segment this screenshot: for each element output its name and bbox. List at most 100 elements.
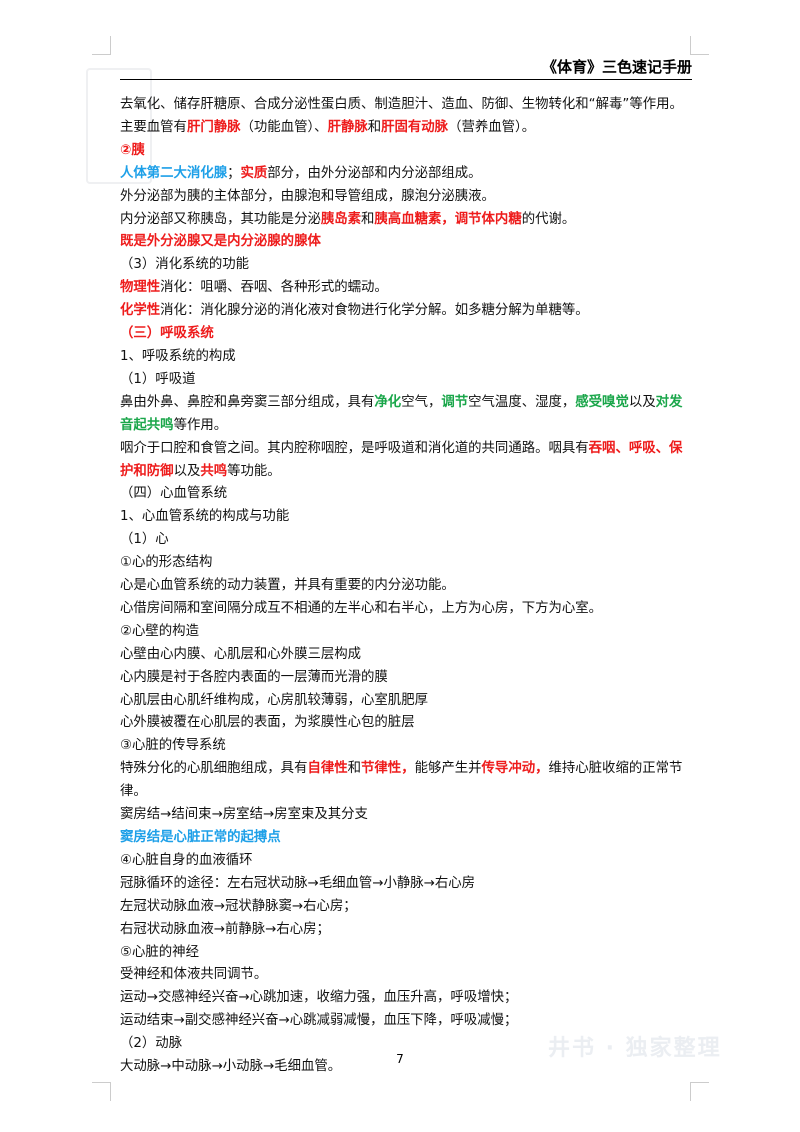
text-line: 窦房结是心脏正常的起搏点	[120, 827, 694, 850]
text-line: （2）动脉	[120, 1033, 694, 1056]
text-segment: ④心脏自身的血液循环	[120, 852, 253, 868]
text-segment: 和	[361, 211, 375, 227]
text-line: （3）消化系统的功能	[120, 254, 694, 277]
text-segment: 调节	[441, 394, 469, 410]
text-segment: 消化：咀嚼、吞咽、各种形式的蠕动。	[160, 280, 388, 296]
text-segment: 和	[367, 119, 382, 135]
text-segment: 的代谢。	[521, 211, 576, 227]
text-line: 既是外分泌腺又是内分泌腺的腺体	[120, 231, 694, 254]
text-segment: 特殊分化的心肌细胞组成，具有	[120, 761, 308, 777]
text-segment: （功能血管）、	[240, 119, 328, 135]
text-segment: 心外膜被覆在心肌层的表面，为浆膜性心包的脏层	[120, 715, 415, 731]
text-line: 心是心血管系统的动力装置，并具有重要的内分泌功能。	[120, 575, 694, 598]
document-body: 去氧化、储存肝糖原、合成分泌性蛋白质、制造胆汁、造血、防御、生物转化和“解毒”等…	[120, 94, 694, 1079]
text-segment: 化学性	[120, 303, 161, 319]
text-segment: 窦房结→结间束→房室结→房室束及其分支	[120, 807, 368, 823]
text-line: ①心的形态结构	[120, 552, 694, 575]
text-line: （四）心血管系统	[120, 483, 694, 506]
text-segment: 1、呼吸系统的构成	[120, 348, 236, 364]
text-line: 1、呼吸系统的构成	[120, 346, 694, 369]
text-segment: 肝静脉	[327, 119, 368, 135]
text-segment: 自律性	[307, 761, 348, 777]
text-segment: 和	[347, 761, 362, 777]
text-segment: 胰高血糖素，调节体内糖	[374, 211, 522, 227]
text-line: 外分泌部为胰的主体部分，由腺泡和导管组成，腺泡分泌胰液。	[120, 186, 694, 209]
text-line: 去氧化、储存肝糖原、合成分泌性蛋白质、制造胆汁、造血、防御、生物转化和“解毒”等…	[120, 94, 694, 117]
text-segment: 左冠状动脉血液→冠状静脉窦→右心房；	[120, 898, 357, 914]
text-line: 主要血管有肝门静脉（功能血管）、肝静脉和肝固有动脉（营养血管）。	[120, 117, 694, 140]
text-line: 受神经和体液共同调节。	[120, 964, 694, 987]
text-segment: 部分，由外分泌部和内分泌部组成。	[267, 165, 482, 181]
text-segment: ⑤心脏的神经	[120, 944, 199, 960]
text-segment: 以及	[628, 394, 656, 410]
text-line: ⑤心脏的神经	[120, 942, 694, 965]
text-segment: 既是外分泌腺又是内分泌腺的腺体	[120, 234, 321, 250]
text-line: 内分泌部又称胰岛，其功能是分泌胰岛素和胰高血糖素，调节体内糖的代谢。	[120, 209, 694, 232]
text-segment: 共鸣	[200, 463, 228, 479]
text-segment: （营养血管）。	[448, 119, 536, 135]
crop-mark-bottom-left	[92, 1082, 111, 1101]
text-segment: （1）心	[120, 532, 169, 548]
text-line: 物理性消化：咀嚼、吞咽、各种形式的蠕动。	[120, 277, 694, 300]
text-segment: 肝固有动脉	[381, 119, 449, 135]
text-line: 心内膜是衬于各腔内表面的一层薄而光滑的膜	[120, 667, 694, 690]
text-line: 窦房结→结间束→房室结→房室束及其分支	[120, 804, 694, 827]
text-segment: 对发音起共鸣	[120, 394, 683, 433]
text-line: （三）呼吸系统	[120, 323, 694, 346]
text-segment: 大动脉→中动脉→小动脉→毛细血管。	[120, 1059, 342, 1075]
page-number: 7	[396, 1052, 404, 1066]
text-line: 心借房间隔和室间隔分成互不相通的左半心和右半心，上方为心房，下方为心室。	[120, 598, 694, 621]
text-segment: 心肌层由心肌纤维构成，心房肌较薄弱，心室肌肥厚	[120, 692, 428, 708]
text-segment: 心借房间隔和室间隔分成互不相通的左半心和右半心，上方为心房，下方为心室。	[120, 600, 603, 616]
crop-mark-top-right	[690, 36, 709, 55]
text-line: 咽介于口腔和食管之间。其内腔称咽腔，是呼吸道和消化道的共同通路。咽具有吞咽、呼吸…	[120, 438, 694, 484]
text-segment: 心是心血管系统的动力装置，并具有重要的内分泌功能。	[120, 578, 455, 594]
text-line: 特殊分化的心肌细胞组成，具有自律性和节律性，能够产生并传导冲动，维持心脏收缩的正…	[120, 758, 694, 804]
text-segment: 肝门静脉	[186, 119, 241, 135]
text-line: 人体第二大消化腺；实质部分，由外分泌部和内分泌部组成。	[120, 163, 694, 186]
text-line: ②胰	[120, 140, 694, 163]
text-line: 1、心血管系统的构成与功能	[120, 506, 694, 529]
text-segment: ；	[227, 165, 241, 181]
text-line: 心外膜被覆在心肌层的表面，为浆膜性心包的脏层	[120, 712, 694, 735]
text-segment: 窦房结是心脏正常的起搏点	[120, 830, 281, 845]
crop-mark-top-left	[92, 36, 111, 55]
text-line: 大动脉→中动脉→小动脉→毛细血管。	[120, 1056, 694, 1079]
text-segment: 心内膜是衬于各腔内表面的一层薄而光滑的膜	[120, 669, 388, 685]
text-segment: 维持心脏收缩的正常节律。	[120, 761, 683, 800]
text-line: 心壁由心内膜、心肌层和心外膜三层构成	[120, 644, 694, 667]
text-segment: 1、心血管系统的构成与功能	[120, 509, 290, 525]
text-segment: 运动结束→副交感神经兴奋→心跳减弱减慢，血压下降，呼吸减慢；	[120, 1013, 518, 1029]
text-segment: 冠脉循环的途径：左右冠状动脉→毛细血管→小静脉→右心房	[120, 875, 476, 891]
text-segment: ②胰	[120, 142, 145, 158]
text-segment: （三）呼吸系统	[120, 326, 214, 342]
text-line: ③心脏的传导系统	[120, 735, 694, 758]
text-segment: 受神经和体液共同调节。	[120, 967, 268, 983]
text-line: 左冠状动脉血液→冠状静脉窦→右心房；	[120, 896, 694, 919]
text-segment: 空气温度、湿度，	[468, 394, 576, 410]
text-line: 鼻由外鼻、鼻腔和鼻旁窦三部分组成，具有净化空气，调节空气温度、湿度，感受嗅觉以及…	[120, 392, 694, 438]
header-rule	[120, 79, 692, 80]
text-segment: 咽介于口腔和食管之间。其内腔称咽腔，是呼吸道和消化道的共同通路。咽具有	[120, 440, 589, 456]
text-segment: 节律性，	[361, 761, 415, 777]
text-segment: 实质	[240, 165, 268, 181]
text-line: 运动→交感神经兴奋→心跳加速，收缩力强，血压升高，呼吸增快；	[120, 987, 694, 1010]
text-segment: ②心壁的构造	[120, 623, 199, 639]
text-segment: 去氧化、储存肝糖原、合成分泌性蛋白质、制造胆汁、造血、防御、生物转化和“解毒”等…	[120, 97, 683, 112]
watermark-footer-text: 井书 · 独家整理	[548, 1036, 722, 1061]
text-segment: 外分泌部为胰的主体部分，由腺泡和导管组成，腺泡分泌胰液。	[120, 188, 495, 204]
text-segment: 胰岛素	[320, 211, 362, 227]
text-segment: 人体第二大消化腺	[120, 165, 228, 181]
text-segment: 净化	[374, 394, 402, 410]
text-segment: 右冠状动脉血液→前静脉→右心房；	[120, 921, 330, 937]
text-line: 心肌层由心肌纤维构成，心房肌较薄弱，心室肌肥厚	[120, 690, 694, 713]
text-segment: 消化：消化腺分泌的消化液对食物进行化学分解。如多糖分解为单糖等。	[160, 303, 589, 319]
text-segment: （2）动脉	[120, 1036, 183, 1052]
text-segment: 感受嗅觉	[575, 394, 629, 410]
text-line: 运动结束→副交感神经兴奋→心跳减弱减慢，血压下降，呼吸减慢；	[120, 1010, 694, 1033]
text-segment: ③心脏的传导系统	[120, 738, 226, 754]
text-line: （1）呼吸道	[120, 369, 694, 392]
text-segment: 内分泌部又称胰岛，其功能是分泌	[120, 211, 321, 227]
text-line: 右冠状动脉血液→前静脉→右心房；	[120, 919, 694, 942]
